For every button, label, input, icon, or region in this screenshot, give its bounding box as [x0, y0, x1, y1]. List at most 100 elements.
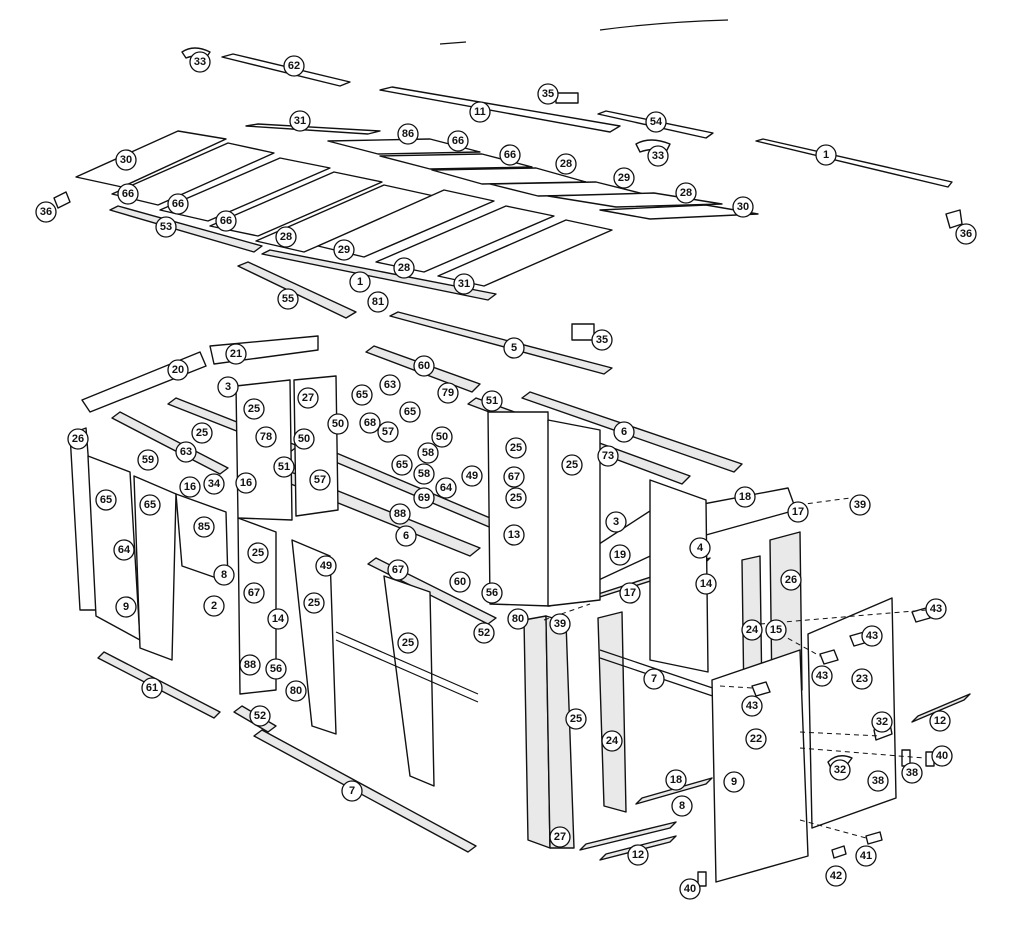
callout-66: 66 [167, 193, 189, 215]
roof-panel [159, 157, 331, 222]
callout-circle [247, 542, 269, 564]
callout-13: 13 [503, 524, 525, 546]
roof-purlin [109, 205, 263, 253]
callout-circle [549, 826, 571, 848]
callout-number: 26 [785, 574, 797, 586]
callout-circle [723, 771, 745, 793]
callout-65: 65 [351, 384, 373, 406]
callout-57: 57 [309, 469, 331, 491]
callout-circle [780, 569, 802, 591]
callout-63: 63 [175, 441, 197, 463]
callout-39: 39 [849, 494, 871, 516]
callout-circle [503, 524, 525, 546]
bottom-rail [635, 777, 713, 805]
callout-number: 36 [40, 206, 52, 218]
callout-51: 51 [273, 456, 295, 478]
callout-circle [175, 441, 197, 463]
door-panel [711, 649, 809, 883]
callout-number: 62 [288, 60, 300, 72]
callout-circle [265, 658, 287, 680]
callout-number: 22 [750, 733, 762, 745]
callout-number: 12 [632, 849, 644, 861]
bottom-rail [579, 821, 677, 851]
callout-circle [115, 149, 137, 171]
callout-circle [235, 472, 257, 494]
callout-circle [387, 559, 409, 581]
callout-number: 23 [856, 673, 868, 685]
callout-circle [413, 355, 435, 377]
callout-circle [397, 632, 419, 654]
callout-35: 35 [537, 83, 559, 105]
callout-number: 4 [697, 542, 704, 554]
callout-66: 66 [499, 144, 521, 166]
callout-number: 36 [960, 228, 972, 240]
callout-25: 25 [243, 398, 265, 420]
callout-number: 33 [194, 56, 206, 68]
assembly-guide [799, 731, 881, 737]
callout-21: 21 [225, 343, 247, 365]
callout-circle [734, 486, 756, 508]
hinge-part [751, 681, 771, 697]
callout-circle [613, 167, 635, 189]
wall-panel [237, 517, 277, 695]
callout-circle [825, 865, 847, 887]
callout-78: 78 [255, 426, 277, 448]
roof-panel [75, 130, 227, 188]
callout-circle [359, 412, 381, 434]
callout-63: 63 [379, 374, 401, 396]
callout-circle [285, 680, 307, 702]
callout-number: 34 [208, 478, 221, 490]
callout-1: 1 [349, 271, 371, 293]
callout-65: 65 [139, 494, 161, 516]
callout-circle [787, 501, 809, 523]
callout-43: 43 [861, 625, 883, 647]
assembly-guide [779, 633, 821, 657]
latch-part [865, 831, 883, 845]
callout-number: 31 [294, 115, 306, 127]
callout-67: 67 [243, 582, 265, 604]
callout-42: 42 [825, 865, 847, 887]
callout-number: 59 [142, 454, 154, 466]
callout-29: 29 [613, 167, 635, 189]
callout-circle [437, 382, 459, 404]
callout-circle [243, 582, 265, 604]
callout-14: 14 [267, 608, 289, 630]
callout-number: 49 [466, 470, 478, 482]
callout-circle [243, 398, 265, 420]
callout-number: 28 [280, 231, 292, 243]
callout-number: 30 [120, 154, 132, 166]
callout-number: 8 [221, 569, 227, 581]
callout-57: 57 [377, 421, 399, 443]
callout-58: 58 [413, 463, 435, 485]
callout-number: 35 [542, 88, 554, 100]
callout-33: 33 [647, 145, 669, 167]
callout-19: 19 [609, 544, 631, 566]
callout-circle [481, 582, 503, 604]
wall-panel [547, 419, 601, 607]
callout-38: 38 [867, 770, 889, 792]
callout-circle [473, 622, 495, 644]
callout-number: 67 [248, 587, 260, 599]
callout-number: 64 [118, 544, 131, 556]
callout-25: 25 [397, 632, 419, 654]
callout-number: 67 [392, 564, 404, 576]
callout-number: 50 [436, 431, 448, 443]
callout-number: 61 [146, 682, 158, 694]
callout-number: 12 [934, 715, 946, 727]
callout-number: 25 [402, 637, 414, 649]
callout-35: 35 [591, 329, 613, 351]
hinge-part [911, 607, 931, 623]
callout-number: 64 [440, 482, 453, 494]
callout-number: 28 [680, 187, 692, 199]
callout-7: 7 [643, 668, 665, 690]
callout-16: 16 [235, 472, 257, 494]
callout-circle [643, 668, 665, 690]
callout-24: 24 [741, 619, 763, 641]
callout-56: 56 [265, 658, 287, 680]
callout-circle [389, 503, 411, 525]
scan-mark [439, 41, 467, 45]
callout-number: 14 [272, 613, 285, 625]
callout-60: 60 [413, 355, 435, 377]
callout-circle [277, 288, 299, 310]
